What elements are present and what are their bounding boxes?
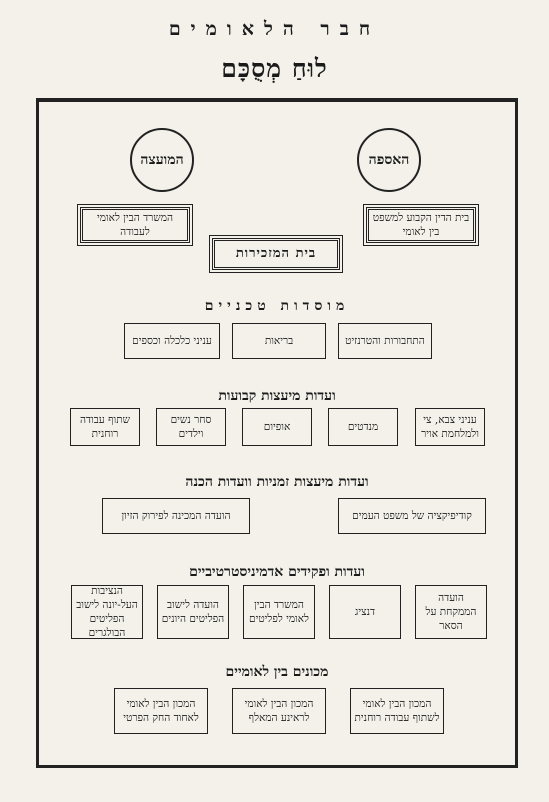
institute-item-cinema: המכון הבין לאומי לראינע המאלף [232,688,326,734]
permanent-item-mandates: מנדטים [328,408,398,446]
diagram-frame [36,98,518,768]
secretariat-box: בית המזכירות [209,235,343,273]
admin-item-bulgarian-refugees: הנציבות העל-יונה לישוב הפליטים הבולגרים [71,585,143,639]
labour-office-box: המשרד הבין לאומי לעבודה [77,204,193,246]
court-box: בית הדין הקבוע למשפט בין לאומי [363,204,479,246]
institute-item-intellectual: המכון הבין לאומי לשתוף עבודה רוחנית [350,688,444,734]
institute-item-private-law: המכון הבין לאומי לאחוד החק הפרטי [114,688,208,734]
assembly-circle: האספה [357,128,421,192]
technical-title: מוסדות טכניים [204,298,350,314]
page-title: חבר הלאומים [168,18,381,40]
temporary-item-codification: קודיפיקציה של משפט העמים [338,498,486,534]
technical-item-health: בריאות [232,323,326,359]
admin-item-saar: הועדה הממקחת על הסאר [415,585,487,639]
permanent-title: ועדות מיעצות קבועות [218,388,336,404]
institutes-title: מכונים בין לאומיים [225,664,329,680]
permanent-item-intellectual: שתוף עבודה רוחנית [70,408,140,446]
technical-item-transit: התחבורות והטרנזיט [338,323,432,359]
admin-item-danzig: דנציג [329,585,401,639]
admin-item-refugee-office: המשרד הבין לאומי לפליטים [243,585,315,639]
admin-title: ועדות ופקידים אדמיניסטרטיביים [189,564,365,580]
temporary-item-disarmament: הועדה המכינה לפירוק הזיון [102,498,250,534]
admin-item-greek-refugees: הועדה לישוב הפליטים היונים [157,585,229,639]
council-circle: המועצה [130,128,194,192]
permanent-item-opium: אופיום [242,408,312,446]
temporary-title: ועדות מיעצות זמניות וועדות הכנה [185,474,369,490]
permanent-item-military: עניני צבא, צי ולמלחמת אויר [415,408,485,446]
page-subtitle: לוּחַ מְסֻכָּם [221,54,328,83]
permanent-item-trafficking: סחר נשים וילדים [156,408,226,446]
technical-item-economics: עניני כלכלה וכספים [124,323,220,359]
